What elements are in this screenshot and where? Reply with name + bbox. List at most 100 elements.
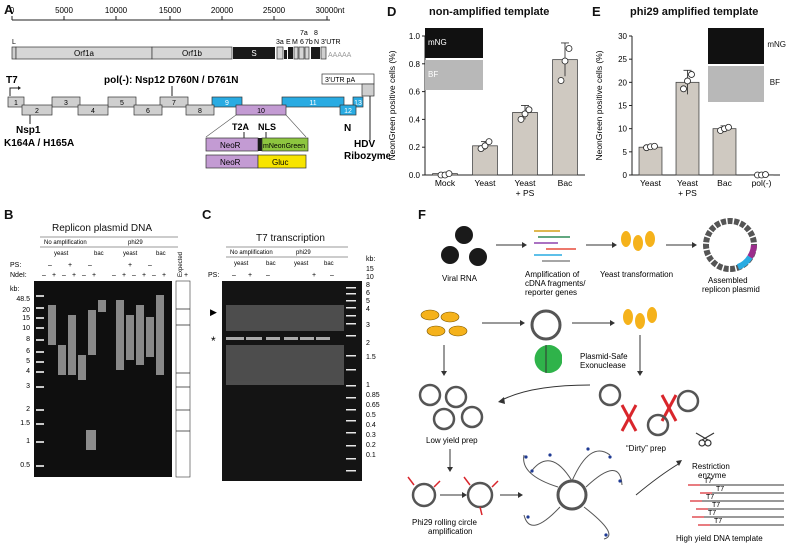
svg-text:E: E [286,39,291,46]
inset-mng-e: mNG [708,28,786,64]
svg-text:2: 2 [26,406,30,413]
svg-text:0.4: 0.4 [366,422,376,429]
svg-text:3: 3 [64,100,68,107]
gel-arrow-marker: ▶ [210,307,217,317]
svg-text:12: 12 [344,108,352,115]
orf1a-label: Orf1a [74,49,95,58]
t2a-label: T2A [232,122,250,132]
data-point [517,116,525,123]
svg-text:–: – [112,272,116,279]
svg-text:T7: T7 [706,494,714,501]
svg-text:T7: T7 [704,478,712,485]
svg-text:15: 15 [22,315,30,322]
nsp1-label: Nsp1 [16,125,41,136]
data-point [762,171,769,178]
svg-text:+: + [142,272,146,279]
genome-s [233,47,275,59]
t7-label: T7 [6,75,18,86]
svg-text:10: 10 [366,274,374,281]
svg-text:10: 10 [22,325,30,332]
svg-text:cDNA fragments/: cDNA fragments/ [525,279,586,288]
svg-text:2: 2 [366,340,370,347]
svg-text:T7: T7 [708,510,716,517]
bar [638,146,663,176]
svg-text:phi29: phi29 [296,250,311,256]
panel-c: C T7 transcription No amplification phi2… [200,205,385,490]
category-label: Yeast+ PS [515,178,537,198]
svg-text:+: + [162,272,166,279]
svg-text:1: 1 [366,382,370,389]
virus-particles [441,226,487,266]
svg-text:N: N [314,39,319,46]
panel-a-figure: 0 5000 10000 15000 20000 25000 30000nt L… [4,6,390,169]
data-point [565,45,573,52]
svg-text:6: 6 [366,290,370,297]
y-tick-label: 0.0 [409,171,421,180]
panel-e-title: phi29 amplified template [630,6,759,18]
inset-mng-d: mNG [425,28,483,58]
category-label: Bac [717,178,732,188]
svg-text:13: 13 [354,100,362,107]
category-label: Bac [558,178,573,188]
y-tick-label: 25 [618,55,627,64]
svg-text:+: + [128,262,132,269]
bar [512,112,538,176]
orf1b-label: Orf1b [182,49,203,58]
s-label: S [251,49,256,58]
svg-text:+: + [184,272,188,279]
data-point [557,77,565,84]
svg-text:T7: T7 [714,518,722,525]
svg-text:Exonuclease: Exonuclease [580,361,626,370]
svg-text:11: 11 [309,100,316,107]
svg-text:0.65: 0.65 [366,402,380,409]
data-point [481,142,489,150]
scale-tick-1: 5000 [55,6,73,15]
category-label: Yeast [475,178,497,188]
svg-text:+: + [68,262,72,269]
svg-text:Amplification of: Amplification of [525,270,580,279]
svg-text:bac: bac [94,251,104,257]
svg-text:yeast: yeast [123,251,138,257]
svg-text:Low yield prep: Low yield prep [426,436,478,445]
svg-text:5: 5 [120,100,124,107]
svg-text:7b: 7b [305,39,313,46]
hdv-label: HDV [354,139,375,150]
gel-star-marker: * [211,334,216,348]
pol-mutation-label: pol(-): Nsp12 D760N / D761N [104,75,238,86]
svg-text:Expected: Expected [178,252,184,277]
y-tick-label: 1.0 [409,32,421,41]
svg-text:–: – [330,272,334,279]
y-tick-label: 20 [618,78,627,87]
svg-text:8: 8 [198,108,202,115]
svg-text:1.5: 1.5 [366,354,376,361]
svg-text:yeast: yeast [294,261,309,267]
svg-text:–: – [42,272,46,279]
data-point [684,77,691,85]
svg-text:10: 10 [257,108,265,115]
y-tick-label: 30 [618,32,627,41]
panel-a-letter: A [4,2,14,17]
panel-d-title: non-amplified template [429,6,550,18]
svg-text:6: 6 [300,39,304,46]
svg-text:2: 2 [35,108,39,115]
panel-d-letter: D [387,4,397,19]
category-label: Mock [435,178,456,188]
panel-f: F Viral RNA Amplification of cDNA fragme… [400,205,787,551]
n-label: N [344,123,351,134]
svg-text:3a: 3a [276,39,284,46]
svg-text:3: 3 [26,383,30,390]
y-tick-label: 0.4 [409,115,421,124]
svg-text:–: – [132,272,136,279]
y-tick-label: 5 [623,148,628,157]
svg-text:20: 20 [22,307,30,314]
y-axis-label: NeonGreen positive cells (%) [387,50,397,160]
scale-tick-0: 0 [10,6,15,15]
category-label: pol(-) [752,178,772,188]
category-label: Yeast+ PS [677,178,699,198]
svg-text:bac: bac [156,251,166,257]
svg-text:amplification: amplification [428,527,472,536]
bar [552,59,578,176]
svg-text:T7: T7 [716,486,724,493]
